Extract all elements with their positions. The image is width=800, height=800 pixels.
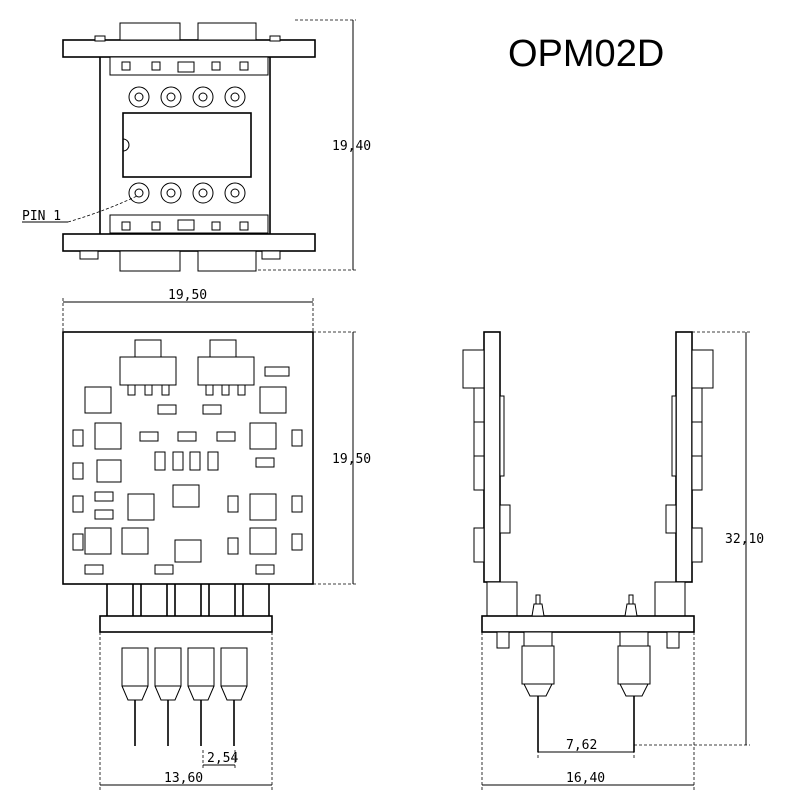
front-width-value: 19,50 — [168, 288, 207, 303]
top-view-upper-board — [62, 39, 316, 58]
regulator-2 — [197, 356, 255, 386]
front-header — [99, 615, 273, 633]
pin1-label: PIN 1 — [22, 209, 61, 224]
side-right-board — [675, 331, 693, 583]
front-view: 19,50 — [62, 288, 371, 790]
drawing-title: OPM02D — [508, 33, 664, 75]
side-left-board — [483, 331, 501, 583]
top-view-lower-board — [62, 233, 316, 252]
front-height-value: 19,50 — [332, 452, 371, 467]
side-view: 7,62 16,40 32,10 — [462, 331, 764, 790]
top-view: PIN 1 19,40 — [22, 19, 371, 272]
side-pins — [521, 631, 651, 752]
pin-span-dimension: 13,60 — [99, 632, 273, 790]
pin-span-value: 13,60 — [164, 771, 203, 786]
front-width-dimension: 19,50 — [62, 288, 314, 332]
side-pin-spacing-dimension: 7,62 — [537, 738, 635, 758]
pin-pitch-value: 2,54 — [207, 751, 238, 766]
side-width-value: 16,40 — [566, 771, 605, 786]
dip-chip — [122, 112, 252, 178]
top-view-pads — [128, 86, 246, 204]
regulator-1 — [119, 356, 177, 386]
front-pins — [121, 647, 248, 746]
pin1-leader — [67, 195, 138, 223]
side-width-dimension: 16,40 — [481, 632, 695, 790]
side-height-value: 32,10 — [725, 532, 764, 547]
front-height-dimension: 19,50 — [313, 331, 371, 585]
top-height-value: 19,40 — [332, 139, 371, 154]
pin-pitch-dimension: 2,54 — [202, 750, 238, 768]
soic-chips — [84, 386, 287, 563]
side-base-plate — [481, 615, 695, 633]
side-pin-spacing-value: 7,62 — [566, 738, 597, 753]
top-height-dimension: 19,40 — [258, 19, 371, 271]
side-height-dimension: 32,10 — [634, 331, 764, 746]
